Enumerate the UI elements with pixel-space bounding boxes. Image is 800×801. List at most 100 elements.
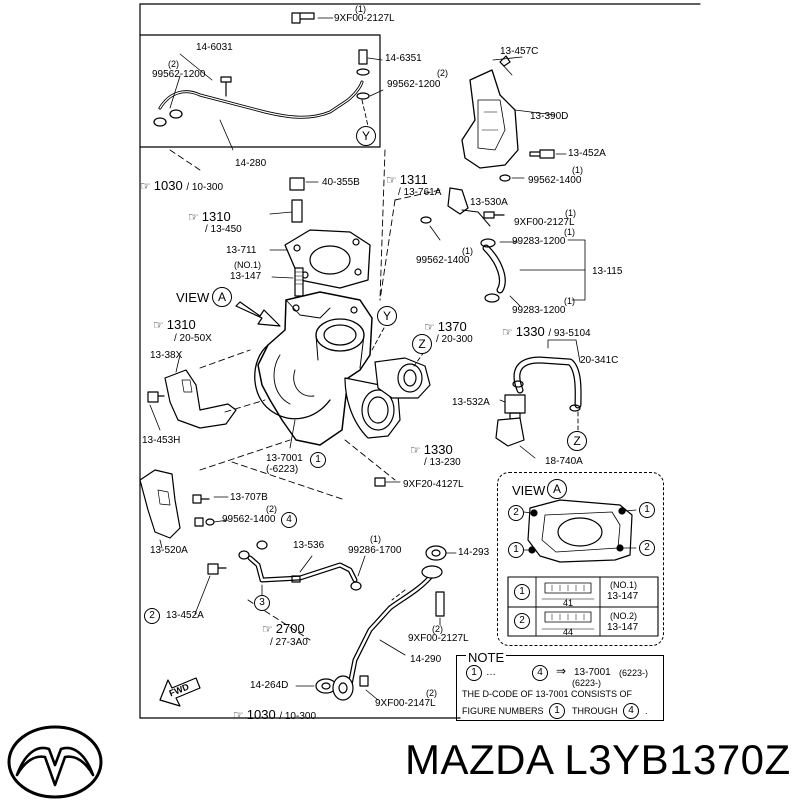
part-label: 13-530A <box>470 197 508 208</box>
qty-label: (2) <box>168 59 179 69</box>
section-ref-sub: / 13-450 <box>205 224 242 235</box>
part-label: 14-6351 <box>385 53 422 64</box>
marker-y: Y <box>356 126 376 146</box>
note-text: THROUGH <box>572 706 618 716</box>
part-label: 13-711 <box>226 245 257 256</box>
pointing-hand-icon: ☞ <box>386 173 397 187</box>
figure-number-1: 1 <box>639 502 655 518</box>
section-ref[interactable]: ☞1370 <box>424 319 467 335</box>
pipe-subbox <box>139 34 381 148</box>
marker-y: Y <box>377 306 397 326</box>
section-ref[interactable]: ☞1310 <box>153 317 196 333</box>
note-arrow: ⇒ <box>556 664 567 678</box>
part-label: 14-290 <box>410 654 442 665</box>
pointing-hand-icon: ☞ <box>140 179 151 193</box>
part-label: 40-355B <box>322 177 360 188</box>
part-label: 9XF20-4127L <box>403 479 464 490</box>
stud-row-number: 2 <box>514 613 530 629</box>
marker-z: Z <box>567 431 587 451</box>
oil-pipe-14-280 <box>158 80 364 119</box>
section-ref-sub: / 20-50X <box>174 333 212 344</box>
part-label: 13-453H <box>142 435 181 446</box>
part-label: 99286-1700 <box>348 545 402 556</box>
part-label: 13-390D <box>530 111 569 122</box>
note-box <box>456 655 664 721</box>
part-label: 13-38X <box>150 350 183 361</box>
section-ref[interactable]: ☞1310 <box>188 209 231 225</box>
part-label: 13-536 <box>293 540 325 551</box>
figure-number-4: 4 <box>532 665 548 681</box>
section-ref[interactable]: ☞1330 / 93-5104 <box>502 324 591 340</box>
mazda-logo-icon <box>7 725 103 799</box>
pointing-hand-icon: ☞ <box>233 708 244 722</box>
qty-label: (2) <box>432 624 443 634</box>
stud-code: (NO.1) <box>610 580 637 590</box>
part-label: 13-707B <box>230 492 268 503</box>
part-label: 13-452A <box>568 148 606 159</box>
part-label: 13-115 <box>592 266 623 277</box>
part-label: 99562-1400 <box>416 255 470 266</box>
part-label: 14-293 <box>458 547 490 558</box>
pointing-hand-icon: ☞ <box>424 320 435 334</box>
section-ref[interactable]: ☞1311 <box>386 172 428 188</box>
stud-code: (NO.2) <box>610 611 637 621</box>
marker-z: Z <box>412 334 432 354</box>
brand-name: MAZDA <box>405 736 553 783</box>
stud-part: 13-147 <box>607 591 639 602</box>
qty-label: (1) <box>564 296 575 306</box>
stud-part: 13-147 <box>607 622 639 633</box>
section-ref[interactable]: ☞2700 <box>262 621 305 637</box>
part-label: (-6223) <box>266 464 299 475</box>
note-dots: … <box>486 667 496 678</box>
part-label: 13-147 <box>230 271 262 282</box>
part-label: 9XF00-2127L <box>408 633 469 644</box>
part-label: 13-532A <box>452 397 490 408</box>
qty-label: (1) <box>572 165 583 175</box>
stud-row-number: 1 <box>514 584 530 600</box>
part-label: 99562-1200 <box>387 79 441 90</box>
figure-number-4: 4 <box>281 512 297 528</box>
turbo-body <box>257 291 373 446</box>
part-label: 14-6031 <box>196 42 233 53</box>
part-label: 13-7001 <box>266 453 303 464</box>
note-part: 13-7001 <box>574 667 611 678</box>
part-label: 9XF00-2147L <box>375 698 436 709</box>
qty-label: (1) <box>355 4 366 14</box>
figure-number-2: 2 <box>639 540 655 556</box>
section-ref-sub: / 27-3A0 <box>270 637 308 648</box>
pointing-hand-icon: ☞ <box>188 210 199 224</box>
brand-title: MAZDA L3YB1370Z <box>405 735 791 785</box>
stud-dimension: 41 <box>563 598 574 608</box>
view-a-title: VIEW <box>512 483 546 498</box>
note-code: (6223-) <box>619 668 649 678</box>
qty-label: (1) <box>565 208 576 218</box>
part-label: 9XF00-2127L <box>334 13 395 24</box>
part-label: 99283-1200 <box>512 236 566 247</box>
pointing-hand-icon: ☞ <box>410 443 421 457</box>
qty-label: (2) <box>426 688 437 698</box>
section-ref-sub: / 13-230 <box>424 457 461 468</box>
note-text: . <box>645 706 648 716</box>
figure-number-4: 4 <box>623 703 639 719</box>
part-label: 14-280 <box>235 158 267 169</box>
section-ref-sub: / 20-300 <box>436 334 473 345</box>
figure-number-1: 1 <box>549 703 565 719</box>
qty-label: (1) <box>370 534 381 544</box>
section-ref[interactable]: ☞1330 <box>410 442 453 458</box>
part-label: 99562-1200 <box>152 69 206 80</box>
qty-label: (2) <box>266 504 277 514</box>
section-ref[interactable]: ☞1030 / 10-300 <box>233 707 317 723</box>
part-label: 99283-1200 <box>512 305 566 316</box>
pointing-hand-icon: ☞ <box>262 622 273 636</box>
note-text: FIGURE NUMBERS <box>462 706 544 716</box>
section-ref[interactable]: ☞1030 / 10-300 <box>140 178 224 194</box>
figure-number-3: 3 <box>254 595 270 611</box>
view-a-marker: A <box>547 479 567 499</box>
part-label: 9XF00-2127L <box>514 217 575 228</box>
qty-label: (NO.1) <box>234 260 261 270</box>
note-code: (6223-) <box>572 678 602 688</box>
part-label: 14-264D <box>250 680 289 691</box>
note-text: THE D-CODE OF 13-7001 CONSISTS OF <box>462 689 633 699</box>
